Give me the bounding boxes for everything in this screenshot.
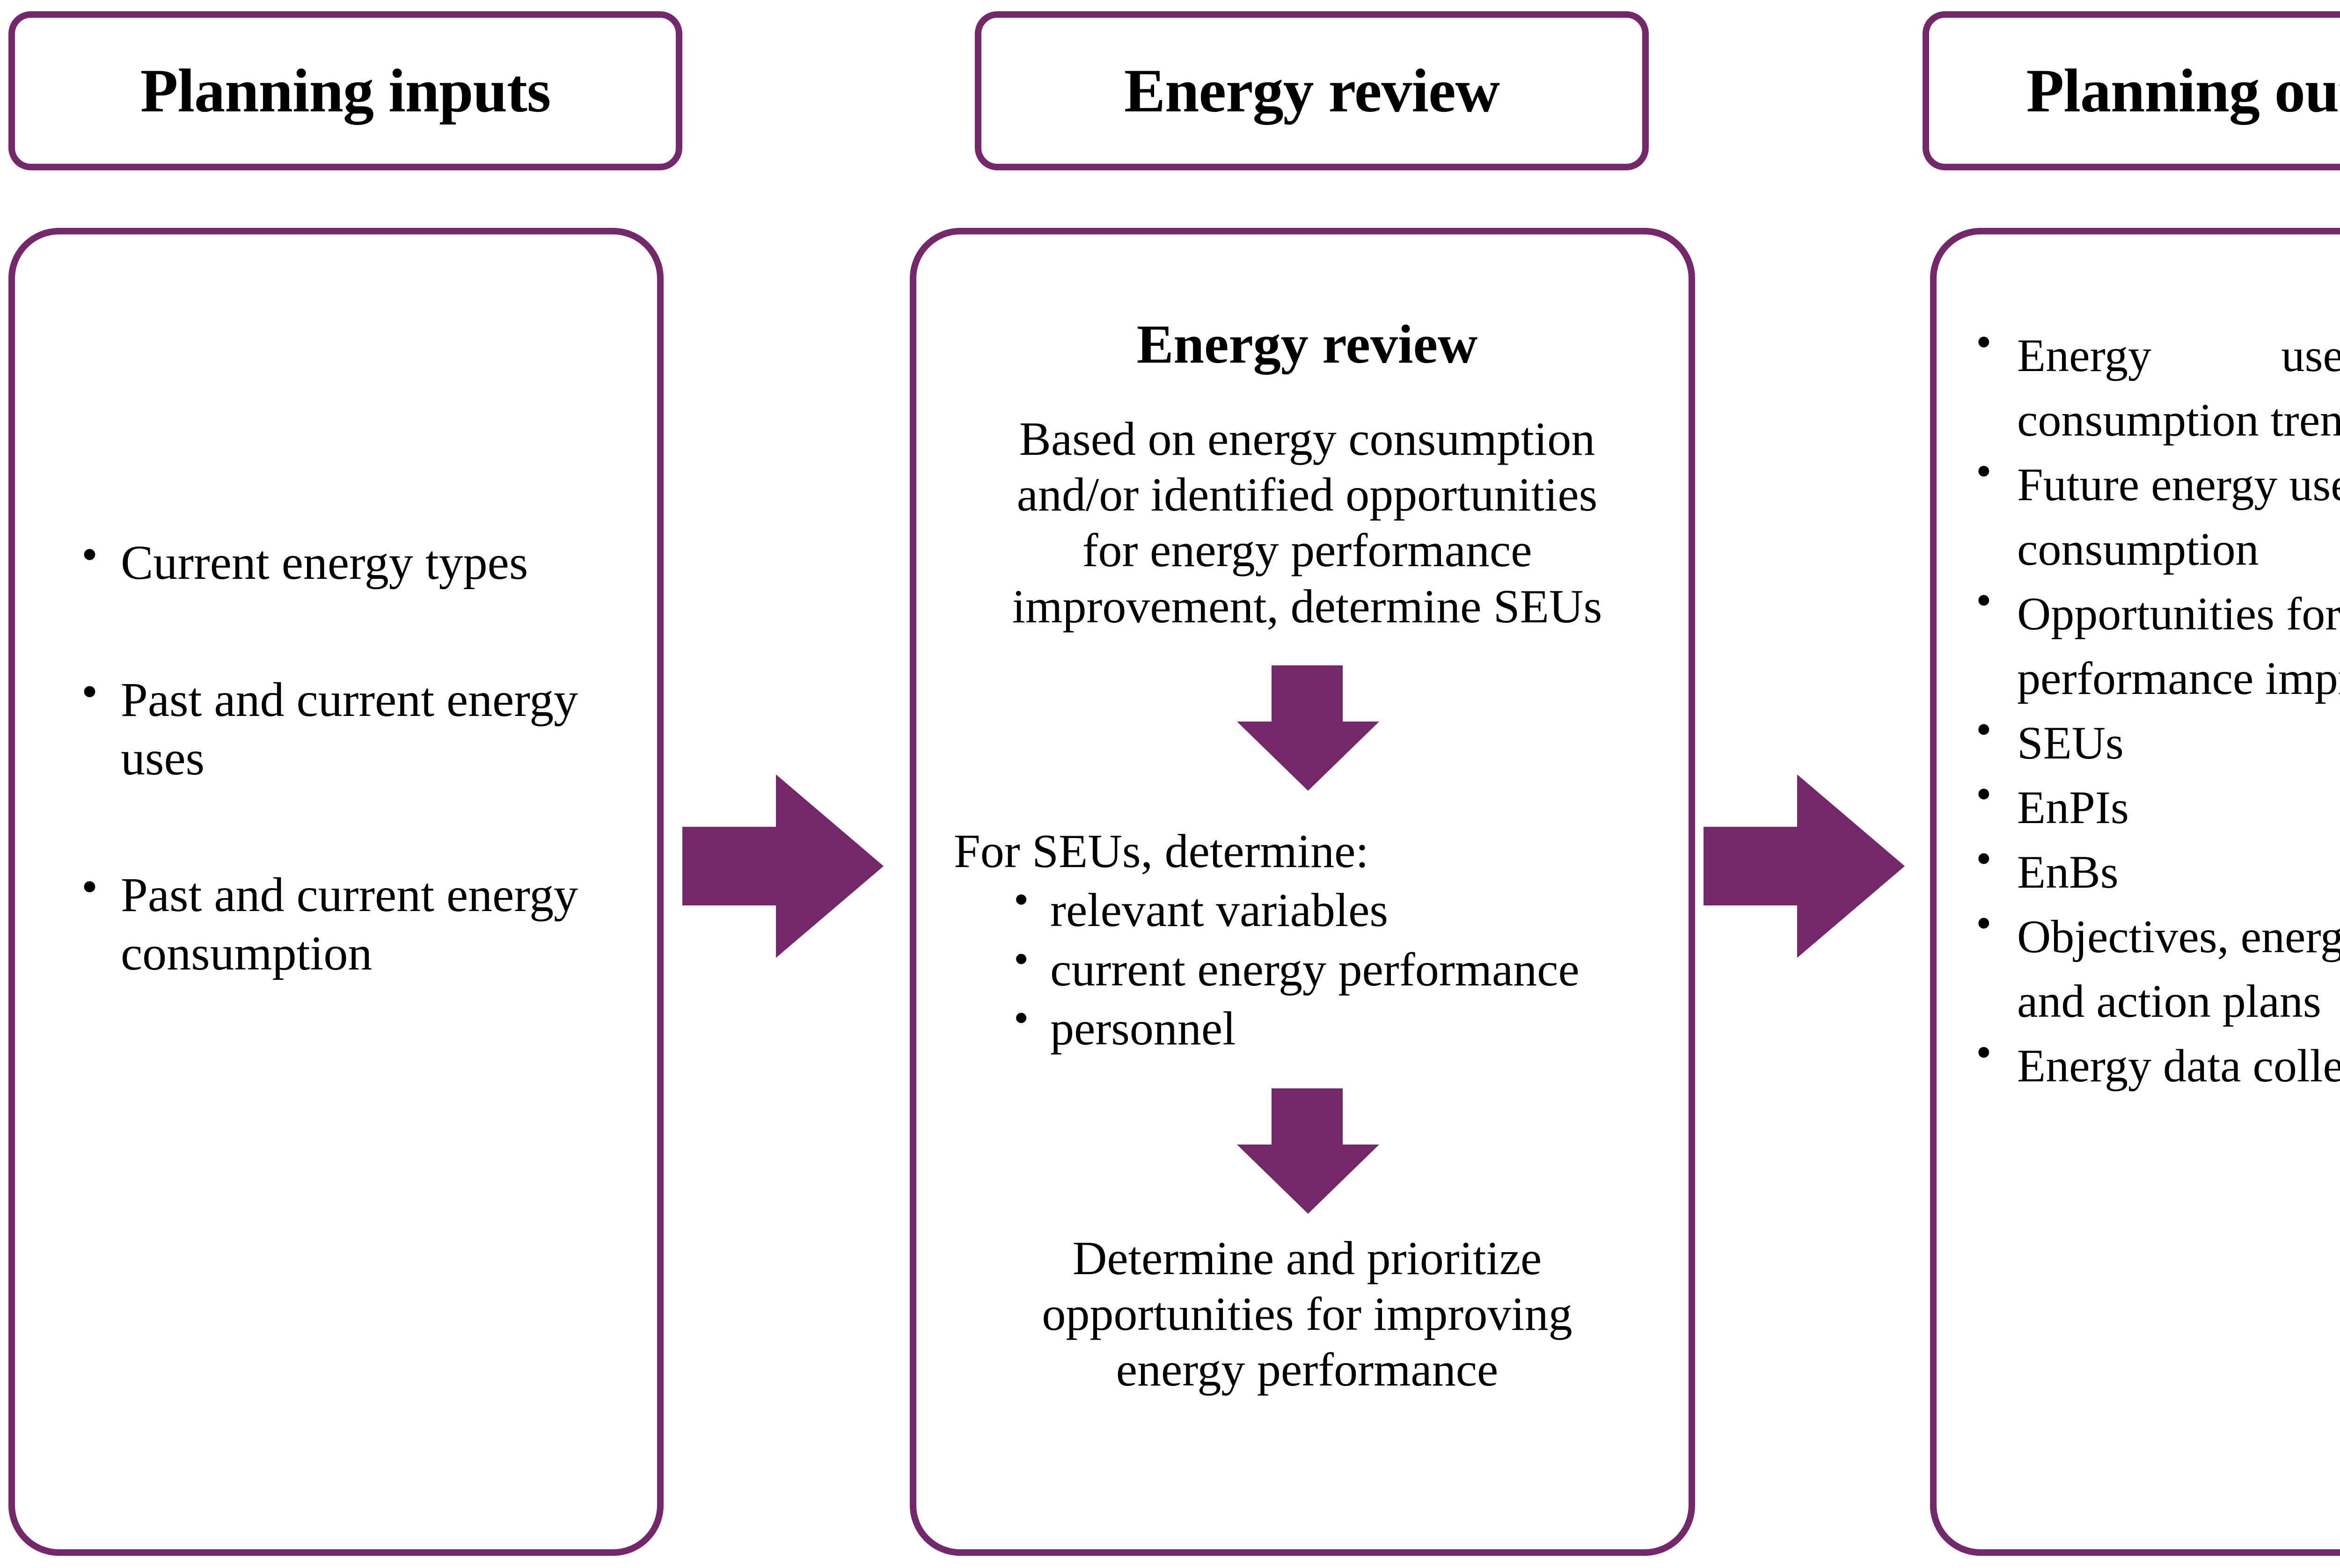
arrow-shaft bbox=[682, 827, 776, 905]
panel-planning-outputs: Energy use and consumption trends Future… bbox=[1930, 228, 2340, 1556]
energy-review-step-2: For SEUs, determine: relevant variables … bbox=[944, 824, 1670, 1057]
list-item-label: personnel bbox=[1050, 1002, 1236, 1056]
arrow-head bbox=[1237, 1144, 1379, 1214]
planning-inputs-list: Current energy types Past and current en… bbox=[70, 531, 622, 983]
energy-review-subtitle: Energy review bbox=[1136, 314, 1478, 375]
arrow-right-icon-review-to-outputs bbox=[1704, 774, 1905, 958]
list-item-label-line-1: Energy use and bbox=[2017, 329, 2340, 381]
list-item: Future energy use and consumption bbox=[1961, 449, 2340, 582]
arrow-shaft bbox=[1704, 827, 1797, 905]
list-item-label: Current energy types bbox=[121, 536, 528, 590]
list-item-label: Objectives, energy targets and action pl… bbox=[2017, 911, 2340, 1027]
panel-energy-review: Energy review Based on energy consumptio… bbox=[910, 228, 1695, 1556]
arrow-head bbox=[1797, 774, 1905, 958]
list-item: Current energy types bbox=[70, 531, 622, 592]
energy-review-step-2-list: relevant variables current energy perfor… bbox=[954, 878, 1670, 1057]
list-item: current energy performance bbox=[1010, 937, 1670, 998]
list-item: personnel bbox=[1010, 996, 1670, 1057]
header-title-planning-outputs: Planning outputs bbox=[2026, 56, 2340, 125]
list-item-label: Past and current energy consumption bbox=[121, 868, 578, 981]
list-item: Past and current energy consumption bbox=[70, 863, 622, 983]
energy-review-step-3: Determine and prioritize opportunities f… bbox=[1042, 1232, 1572, 1397]
list-item-label: Energy data collection plan bbox=[2017, 1040, 2340, 1092]
list-item: EnPIs bbox=[1961, 772, 2340, 840]
list-item-label: current energy performance bbox=[1050, 943, 1580, 996]
list-item: EnBs bbox=[1961, 836, 2340, 904]
arrow-down-icon-step1-to-step2 bbox=[1237, 665, 1379, 791]
energy-review-content: Energy review Based on energy consumptio… bbox=[944, 314, 1670, 1398]
list-item: relevant variables bbox=[1010, 878, 1670, 939]
arrow-head bbox=[1237, 722, 1379, 791]
list-item-label: Past and current energy uses bbox=[121, 672, 578, 785]
list-item-label: Future energy use and consumption bbox=[2017, 459, 2340, 575]
header-title-planning-inputs: Planning inputs bbox=[140, 56, 551, 125]
list-item: Objectives, energy targets and action pl… bbox=[1961, 901, 2340, 1034]
planning-outputs-list: Energy use and consumption trends Future… bbox=[1961, 320, 2340, 1098]
arrow-down-icon-step2-to-step3 bbox=[1237, 1088, 1379, 1214]
header-box-planning-inputs: Planning inputs bbox=[8, 11, 682, 170]
list-item: Energy data collection plan bbox=[1961, 1030, 2340, 1098]
arrow-shaft bbox=[1272, 665, 1343, 722]
planning-outputs-content: Energy use and consumption trends Future… bbox=[1961, 320, 2340, 1098]
header-box-planning-outputs: Planning outputs bbox=[1923, 11, 2340, 170]
list-item-label: relevant variables bbox=[1050, 884, 1389, 937]
list-item-label: EnPIs bbox=[2017, 781, 2129, 833]
arrow-shaft bbox=[1272, 1088, 1343, 1145]
arrow-head bbox=[776, 774, 884, 958]
list-item: Energy use and consumption trends bbox=[1961, 320, 2340, 452]
energy-review-step-1: Based on energy consumption and/or ident… bbox=[1012, 412, 1602, 633]
list-item: SEUs bbox=[1961, 707, 2340, 775]
panel-planning-inputs: Current energy types Past and current en… bbox=[8, 228, 664, 1556]
energy-review-step-2-lead: For SEUs, determine: bbox=[954, 825, 1369, 878]
header-title-energy-review: Energy review bbox=[1124, 56, 1500, 125]
list-item-label-line-2: consumption trends bbox=[2017, 394, 2340, 446]
arrow-right-icon-inputs-to-review bbox=[682, 774, 884, 958]
list-item-label: EnBs bbox=[2017, 846, 2119, 898]
list-item: Opportunities for energy performance imp… bbox=[1961, 578, 2340, 711]
list-item: Past and current energy uses bbox=[70, 668, 622, 788]
list-item-label: SEUs bbox=[2017, 717, 2124, 769]
planning-inputs-content: Current energy types Past and current en… bbox=[70, 531, 622, 983]
list-item-label: Opportunities for energy performance imp… bbox=[2017, 588, 2340, 704]
header-box-energy-review: Energy review bbox=[975, 11, 1649, 170]
